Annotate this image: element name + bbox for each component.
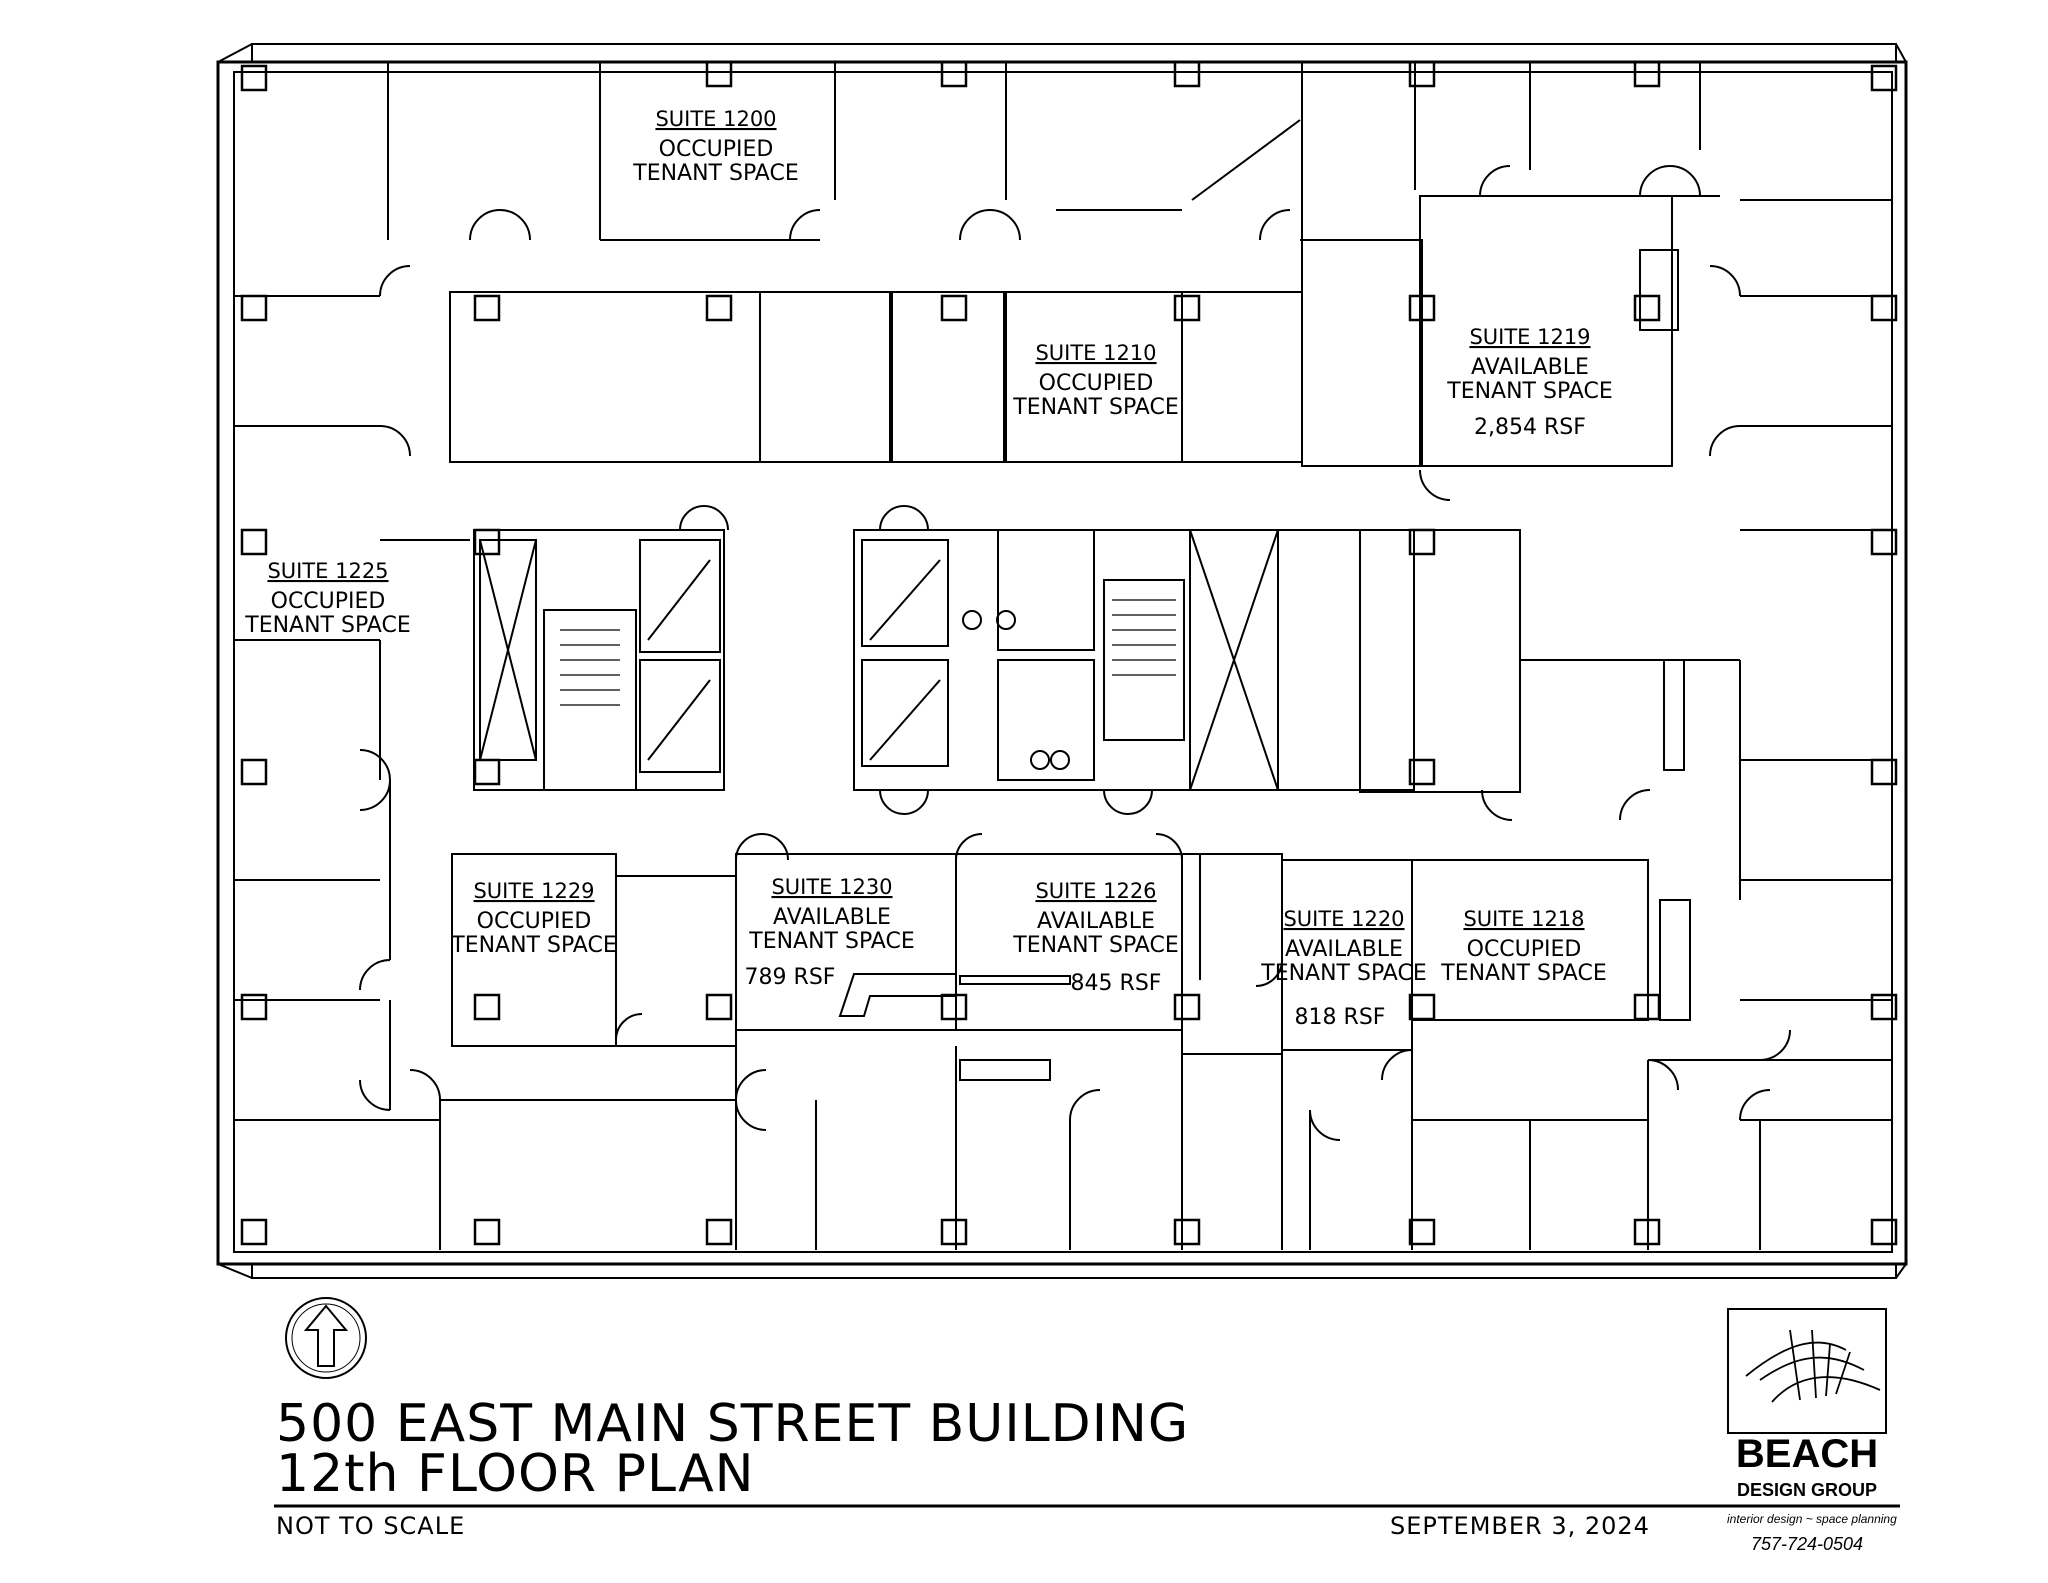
suite-1218-line-1: OCCUPIED (1467, 937, 1582, 962)
title-line-1: 500 EAST MAIN STREET BUILDING (276, 1394, 1190, 1454)
suite-1226-line-1: AVAILABLE (1037, 909, 1155, 934)
suite-1229-number: SUITE 1229 (473, 879, 594, 903)
scale-note: NOT TO SCALE (276, 1512, 466, 1540)
suite-1210-number: SUITE 1210 (1035, 341, 1156, 365)
suite-1220-line-1: AVAILABLE (1285, 937, 1403, 962)
suite-1226-line-2: TENANT SPACE (1012, 933, 1178, 958)
title-line-2: 12th FLOOR PLAN (276, 1444, 755, 1504)
suite-1220-line-3: 818 RSF (1295, 1005, 1386, 1030)
suite-1230-line-3: 789 RSF (745, 965, 836, 990)
suite-1226-line-3: 845 RSF (1071, 971, 1162, 996)
suite-1225-line-2: TENANT SPACE (244, 613, 410, 638)
suite-1218-line-2: TENANT SPACE (1440, 961, 1606, 986)
suite-1225-number: SUITE 1225 (267, 559, 388, 583)
suite-1229-line-1: OCCUPIED (477, 909, 592, 934)
logo-phone: 757-724-0504 (1750, 1534, 1864, 1554)
suite-1226-number: SUITE 1226 (1035, 879, 1156, 903)
suite-1219-number: SUITE 1219 (1469, 325, 1590, 349)
suite-1200-line-2: TENANT SPACE (632, 161, 798, 186)
suite-1200-number: SUITE 1200 (655, 107, 776, 131)
suite-1230-line-1: AVAILABLE (773, 905, 891, 930)
suite-1229-line-2: TENANT SPACE (450, 933, 616, 958)
logo-frame (1727, 1308, 1887, 1434)
suite-1219-line-1: AVAILABLE (1471, 355, 1589, 380)
beach-logo-mark-icon (1745, 1329, 1881, 1403)
suite-1219-line-2: TENANT SPACE (1446, 379, 1612, 404)
suite-1200-line-1: OCCUPIED (659, 137, 774, 162)
suite-1230-number: SUITE 1230 (771, 875, 892, 899)
logo-name: BEACH (1735, 1432, 1879, 1476)
plan-date: SEPTEMBER 3, 2024 (1390, 1512, 1650, 1540)
suite-1220-line-2: TENANT SPACE (1260, 961, 1426, 986)
suite-1220-number: SUITE 1220 (1283, 907, 1404, 931)
suite-1219-line-3: 2,854 RSF (1474, 415, 1586, 440)
suite-1218-number: SUITE 1218 (1463, 907, 1584, 931)
logo-group: DESIGN GROUP (1736, 1480, 1878, 1500)
logo-tagline: interior design ~ space planning (1727, 1512, 1897, 1526)
suite-1210-line-1: OCCUPIED (1039, 371, 1154, 396)
suite-1225-line-1: OCCUPIED (271, 589, 386, 614)
north-arrow-icon (285, 1297, 367, 1379)
suite-1210-line-2: TENANT SPACE (1012, 395, 1178, 420)
suite-1230-line-2: TENANT SPACE (748, 929, 914, 954)
